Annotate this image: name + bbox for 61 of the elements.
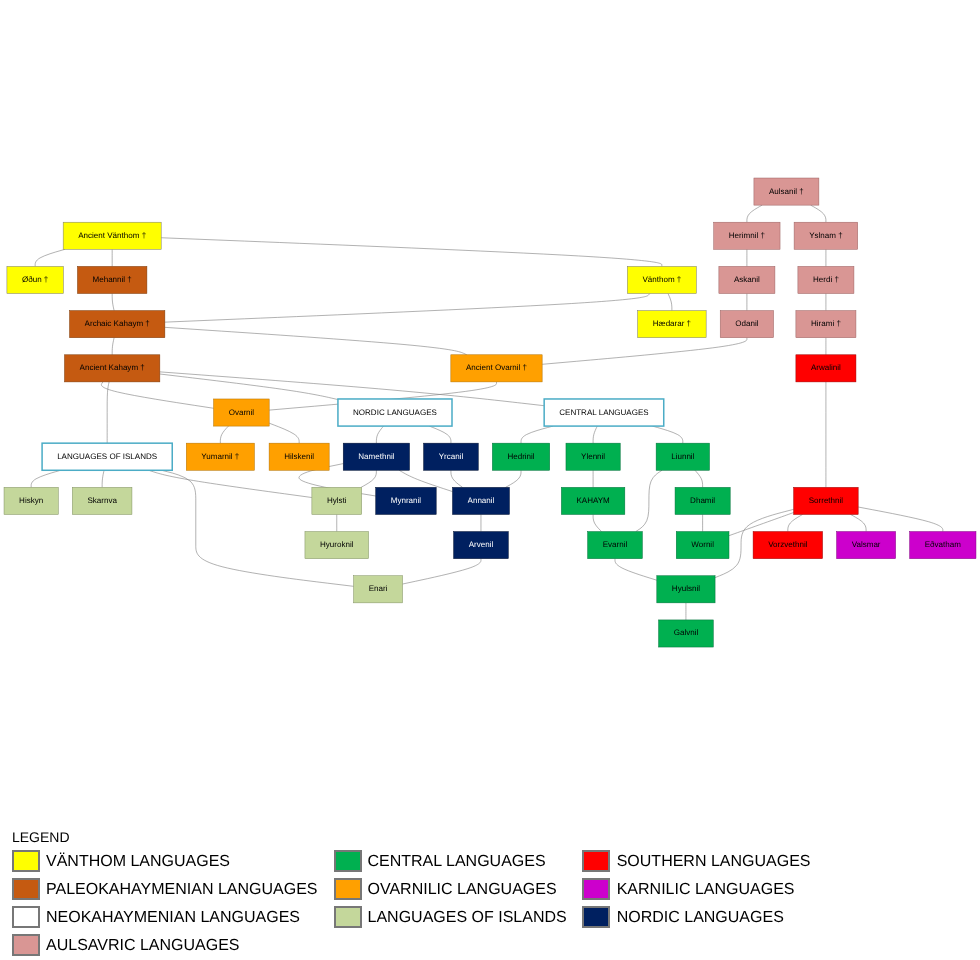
connector — [746, 248, 748, 267]
connector — [480, 513, 482, 532]
connector — [402, 557, 482, 584]
legend-label: KARNILIC LANGUAGES — [616, 880, 795, 898]
connector — [702, 513, 703, 532]
connector — [450, 469, 463, 488]
connector — [728, 511, 794, 536]
connector — [825, 248, 827, 267]
connector — [520, 425, 554, 443]
connector — [857, 506, 944, 532]
connector — [825, 336, 827, 355]
legend-label: SOUTHERN LANGUAGES — [616, 852, 811, 870]
legend-label: CENTRAL LANGUAGES — [367, 852, 546, 870]
connector — [825, 292, 827, 311]
connector — [376, 425, 384, 443]
connector — [101, 381, 214, 409]
connector — [810, 204, 827, 222]
connector — [787, 513, 803, 532]
connector — [429, 425, 452, 443]
connector — [268, 422, 300, 443]
connector — [220, 425, 229, 443]
connector — [398, 469, 453, 492]
legend-label: LANGUAGES OF ISLANDS — [367, 908, 567, 926]
legend-label: VÄNTHOM LANGUAGES — [46, 852, 231, 870]
connector — [592, 425, 598, 443]
connector — [746, 204, 763, 222]
connector — [505, 469, 522, 488]
connector — [336, 513, 338, 532]
connector — [159, 373, 339, 400]
connector — [685, 602, 687, 620]
connector — [694, 469, 703, 488]
connector — [746, 292, 748, 311]
connector — [652, 425, 684, 443]
connector — [614, 557, 658, 580]
connector — [714, 508, 794, 578]
connector — [541, 336, 748, 365]
legend-label: PALEOKAHAYMENIAN LANGUAGES — [46, 880, 318, 898]
connector — [635, 469, 663, 532]
connector — [164, 292, 651, 322]
connector — [592, 469, 594, 488]
connector — [850, 513, 867, 532]
connector — [111, 248, 113, 267]
connector — [111, 292, 115, 311]
connector — [160, 236, 663, 267]
connector — [106, 381, 110, 443]
legend-label: AULSAVRIC LANGUAGES — [46, 936, 240, 954]
connector — [360, 469, 377, 488]
connector — [101, 469, 105, 488]
connector — [164, 326, 468, 355]
legend-label: NEOKAHAYMENIAN LANGUAGES — [46, 908, 300, 926]
connector — [159, 371, 545, 406]
connector — [30, 469, 61, 488]
connector — [592, 513, 602, 532]
connector — [667, 292, 673, 311]
connector — [825, 381, 827, 488]
legend-label: OVARNILIC LANGUAGES — [367, 880, 557, 898]
connector — [148, 469, 313, 498]
legend-label: NORDIC LANGUAGES — [616, 908, 784, 926]
connector — [161, 469, 354, 587]
connector — [111, 336, 115, 355]
connector — [34, 248, 66, 267]
